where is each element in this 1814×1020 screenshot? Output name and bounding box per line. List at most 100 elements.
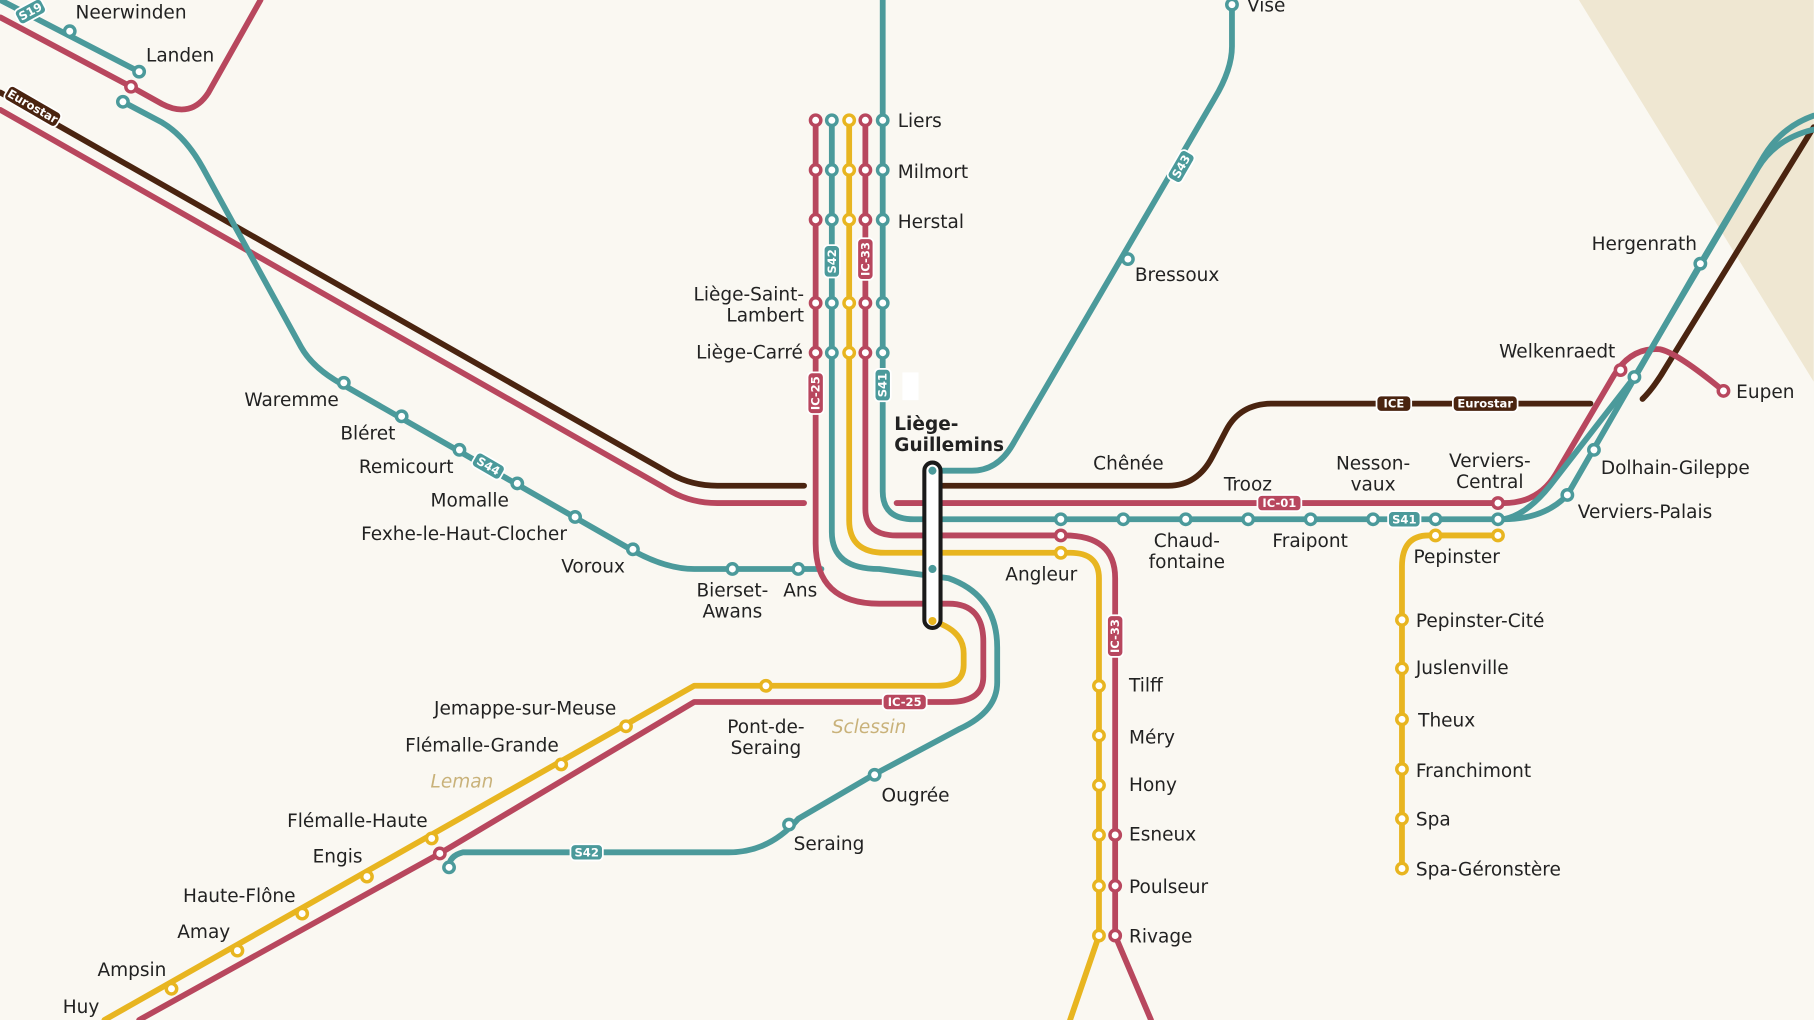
station-marker[interactable] — [875, 113, 890, 128]
station-trooz[interactable]: Trooz — [1223, 474, 1272, 495]
station-marker[interactable] — [824, 345, 839, 360]
station-marker[interactable] — [782, 817, 796, 832]
station-nessonvaux-1[interactable]: Nesson- — [1336, 454, 1410, 475]
station-marker[interactable] — [808, 296, 823, 310]
station-fraipont[interactable]: Fraipont — [1272, 531, 1347, 552]
station-verviers-palais[interactable]: Verviers-Palais — [1578, 502, 1713, 523]
station-marker[interactable] — [1092, 678, 1106, 693]
liege-guillemins-interchange[interactable] — [922, 460, 943, 630]
station-marker[interactable] — [1627, 370, 1642, 384]
station-marker[interactable] — [808, 163, 823, 177]
station-esneux[interactable]: Esneux — [1129, 825, 1196, 846]
station-marker[interactable] — [842, 345, 857, 360]
station-amay[interactable]: Amay — [177, 922, 230, 943]
station-momalle[interactable]: Momalle — [431, 491, 509, 512]
station-saint-lambert-1[interactable]: Liège-Saint- — [694, 285, 805, 306]
station-marker[interactable] — [842, 212, 857, 227]
station-waremme[interactable]: Waremme — [244, 390, 338, 411]
station-bierset-2[interactable]: Awans — [702, 602, 762, 623]
station-franchimont[interactable]: Franchimont — [1416, 761, 1531, 782]
line-red-landen[interactable] — [0, 0, 264, 113]
station-huy[interactable]: Huy — [63, 997, 100, 1018]
station-seraing[interactable]: Seraing — [794, 834, 865, 855]
station-marker[interactable] — [824, 296, 839, 310]
station-marker[interactable] — [568, 510, 583, 524]
station-marker[interactable] — [1428, 528, 1443, 543]
station-marker[interactable] — [359, 869, 374, 884]
station-marker[interactable] — [875, 296, 890, 310]
station-marker[interactable] — [1108, 928, 1123, 943]
station-marker[interactable] — [1053, 545, 1068, 560]
station-marker[interactable] — [1693, 256, 1708, 271]
line-yellow-ourthe[interactable] — [846, 117, 1102, 1020]
station-marker[interactable] — [510, 476, 525, 491]
line-brown-ice-east[interactable] — [939, 124, 1814, 489]
station-chaudfontaine-2[interactable]: fontaine — [1149, 552, 1225, 573]
station-vise[interactable]: Visé — [1247, 0, 1285, 17]
station-marker[interactable] — [791, 562, 806, 576]
station-marker[interactable] — [842, 113, 857, 128]
station-marker[interactable] — [452, 442, 467, 457]
station-marker[interactable] — [1716, 383, 1731, 398]
station-carre[interactable]: Liège-Carré — [696, 343, 803, 364]
station-dolhain[interactable]: Dolhain-Gileppe — [1601, 458, 1750, 479]
station-spa-geronstere[interactable]: Spa-Géronstère — [1416, 859, 1561, 880]
station-herstal[interactable]: Herstal — [898, 212, 964, 233]
station-marker[interactable] — [824, 163, 839, 177]
station-marker[interactable] — [842, 296, 857, 310]
station-bleret[interactable]: Bléret — [340, 423, 395, 444]
station-verviers-central-1[interactable]: Verviers- — [1449, 451, 1531, 472]
station-marker[interactable] — [1366, 512, 1380, 527]
line-red-ic01-east[interactable] — [893, 346, 1727, 506]
station-hony[interactable]: Hony — [1129, 775, 1177, 796]
station-chenee[interactable]: Chênée — [1093, 454, 1164, 475]
station-marker[interactable] — [295, 906, 310, 921]
line-teal-eupen[interactable] — [1500, 126, 1814, 523]
station-marker[interactable] — [1108, 828, 1123, 842]
line-teal-s43[interactable] — [929, 0, 1235, 474]
station-marker[interactable] — [1491, 512, 1505, 527]
station-marker[interactable] — [1092, 778, 1106, 793]
station-liers[interactable]: Liers — [898, 111, 942, 132]
station-marker[interactable] — [725, 562, 740, 576]
station-marker[interactable] — [858, 296, 873, 310]
station-marker[interactable] — [808, 212, 823, 227]
station-marker[interactable] — [62, 24, 77, 39]
station-flemalle-grande[interactable]: Flémalle-Grande — [405, 736, 559, 757]
station-marker[interactable] — [1225, 0, 1239, 12]
line-teal-s44[interactable] — [120, 98, 825, 572]
station-eupen[interactable]: Eupen — [1736, 382, 1794, 403]
station-pont-de-seraing-2[interactable]: Seraing — [731, 738, 802, 759]
station-mery[interactable]: Méry — [1129, 728, 1175, 749]
station-marker[interactable] — [1395, 861, 1409, 876]
station-nessonvaux-2[interactable]: vaux — [1351, 474, 1396, 495]
station-marker[interactable] — [1092, 928, 1106, 943]
station-marker[interactable] — [1178, 512, 1193, 527]
station-ougree[interactable]: Ougrée — [882, 785, 950, 806]
station-pepinster[interactable]: Pepinster — [1414, 547, 1501, 568]
station-milmort[interactable]: Milmort — [898, 162, 968, 183]
station-marker[interactable] — [625, 542, 640, 557]
station-marker[interactable] — [1560, 488, 1575, 502]
station-marker[interactable] — [758, 678, 773, 693]
station-remicourt[interactable]: Remicourt — [359, 457, 454, 478]
station-marker[interactable] — [164, 981, 179, 996]
station-theux[interactable]: Theux — [1417, 710, 1475, 731]
station-marker[interactable] — [1395, 712, 1409, 727]
station-haute-flone[interactable]: Haute-Flône — [183, 886, 295, 907]
station-marker[interactable] — [619, 719, 633, 734]
station-marker[interactable] — [858, 113, 873, 128]
station-marker[interactable] — [842, 163, 857, 177]
station-marker[interactable] — [124, 79, 138, 94]
station-welkenraedt[interactable]: Welkenraedt — [1499, 341, 1615, 362]
station-marker[interactable] — [115, 94, 130, 109]
station-marker[interactable] — [1395, 612, 1409, 627]
station-marker[interactable] — [1092, 728, 1106, 743]
station-marker[interactable] — [808, 345, 823, 360]
station-marker[interactable] — [424, 831, 439, 846]
station-marker[interactable] — [1092, 828, 1106, 842]
station-marker[interactable] — [432, 846, 447, 861]
station-marker[interactable] — [1395, 661, 1409, 676]
station-bierset-1[interactable]: Bierset- — [696, 581, 768, 602]
station-juslenville[interactable]: Juslenville — [1415, 658, 1509, 679]
